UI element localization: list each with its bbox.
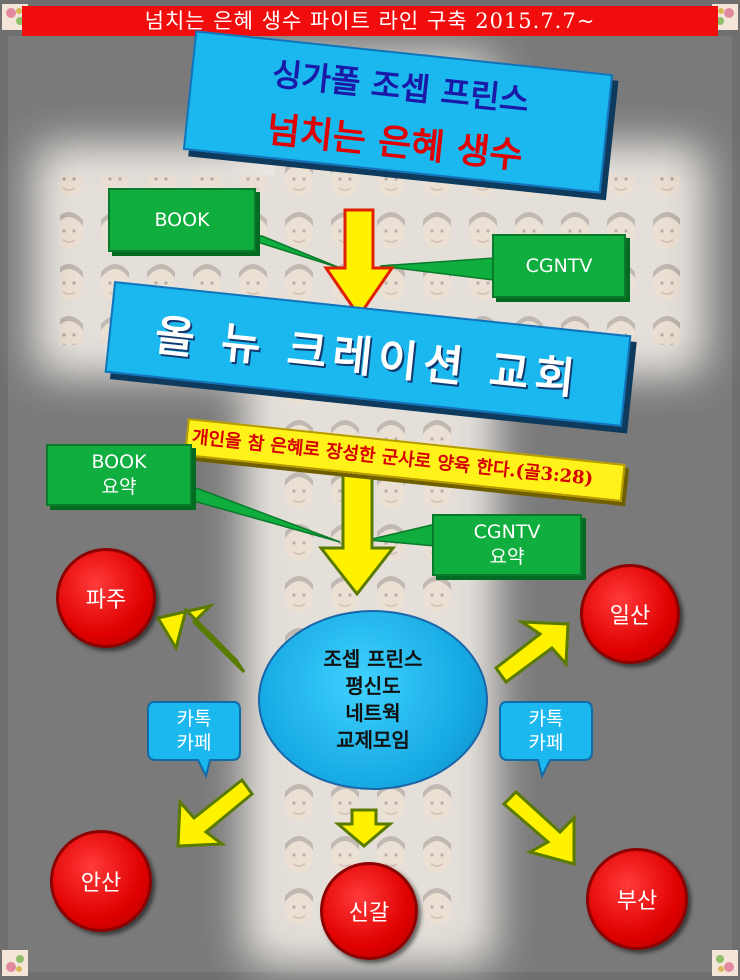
chat-bubble-left: 카톡 카페 (146, 700, 242, 780)
cgntv-card-label: CGNTV (525, 254, 593, 277)
arrow-to-ilsan (493, 620, 570, 685)
chat-right-line2: 카페 (528, 732, 564, 754)
chat-left-line1: 카톡 (176, 708, 212, 730)
location-busan: 부산 (586, 848, 688, 950)
center-line-4: 교제모임 (336, 728, 410, 752)
arrow-to-paju (155, 603, 246, 674)
center-line-1: 조셉 프린스 (323, 647, 423, 671)
chat-right-line1: 카톡 (528, 708, 564, 730)
top-banner: 넘치는 은혜 생수 파이트 라인 구축 2015.7.7~ (22, 6, 718, 36)
location-ansan-label: 안산 (80, 871, 122, 896)
down-arrow-middle (317, 472, 397, 597)
location-singal: 신갈 (320, 862, 418, 960)
flower-corner-bottom-right (712, 950, 738, 976)
cgntv-summary-line1: CGNTV (473, 521, 541, 543)
book-card-label: BOOK (154, 208, 210, 231)
flower-corner-bottom-left (2, 950, 28, 976)
speech-bubble-icon (147, 701, 241, 779)
book-summary-line2: 요약 (101, 476, 137, 498)
location-paju-label: 파주 (85, 588, 127, 613)
location-singal-label: 신갈 (348, 901, 390, 926)
location-busan-label: 부산 (616, 889, 658, 914)
down-arrow-upper (323, 208, 395, 319)
cgntv-card: CGNTV (492, 234, 626, 298)
book-summary-line1: BOOK (91, 451, 147, 473)
center-line-3: 네트웍 (345, 701, 401, 725)
center-line-2: 평신도 (345, 674, 401, 698)
location-ilsan-label: 일산 (609, 604, 651, 629)
book-summary-card: BOOK 요약 (46, 444, 192, 506)
location-ilsan: 일산 (580, 564, 680, 664)
chat-bubble-right: 카톡 카페 (498, 700, 594, 780)
location-paju: 파주 (56, 548, 156, 648)
arrow-to-busan (501, 789, 576, 866)
down-arrow-small (333, 808, 395, 848)
center-node: 조셉 프린스 평신도 네트웍 교제모임 (258, 610, 488, 790)
cgntv-summary-line2: 요약 (489, 546, 525, 568)
book-card: BOOK (108, 188, 256, 252)
speech-bubble-icon (499, 701, 593, 779)
location-ansan: 안산 (50, 830, 152, 932)
cgntv-summary-card: CGNTV 요약 (432, 514, 582, 576)
chat-left-line2: 카페 (176, 732, 212, 754)
arrow-to-ansan (176, 777, 255, 848)
